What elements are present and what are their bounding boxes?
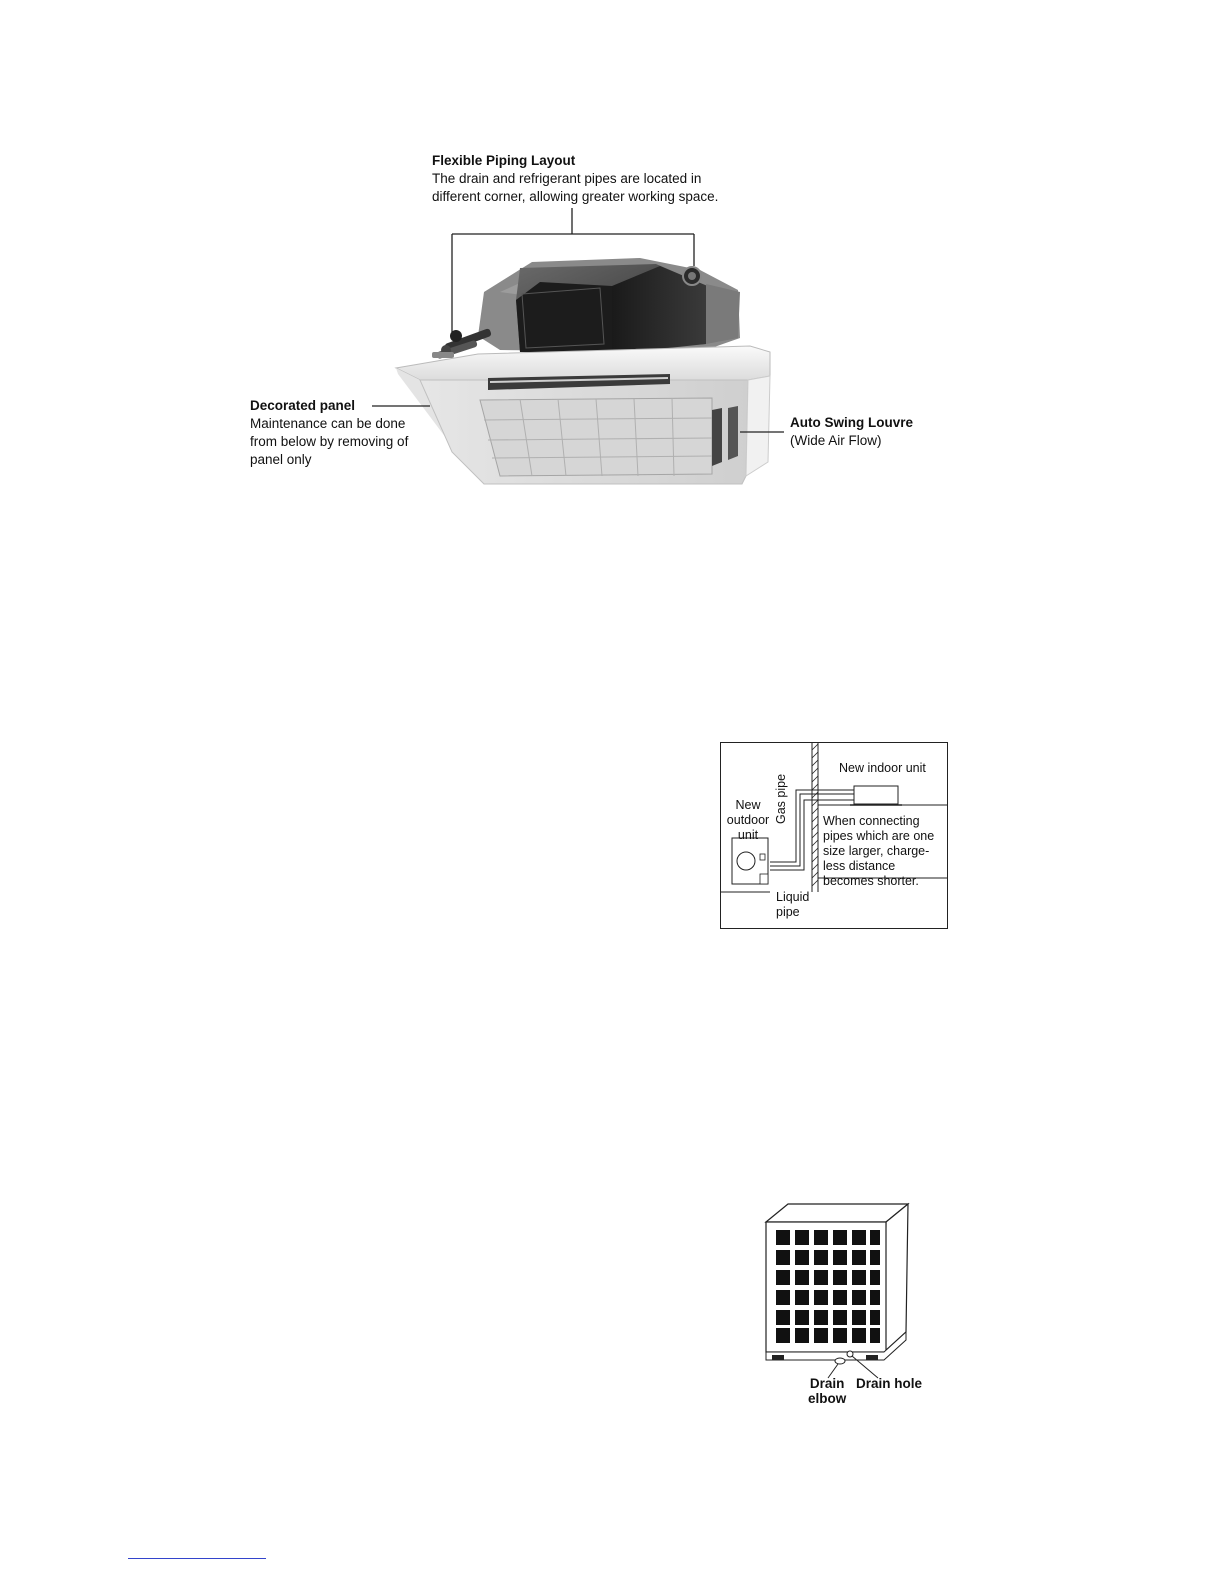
piping-title: Flexible Piping Layout xyxy=(432,153,576,168)
piping-diagram: New indoor unit Gas pipe New outdoor uni… xyxy=(720,742,949,930)
footer-rule xyxy=(128,1558,266,1559)
note-line2: pipes which are one xyxy=(823,829,935,843)
panel-desc-line2: from below by removing of xyxy=(250,434,409,449)
new-outdoor-unit-label: New outdoor unit xyxy=(722,798,774,843)
intake-grille xyxy=(479,397,713,477)
drain-elbow-line1: Drain xyxy=(809,1376,845,1391)
new-label: New xyxy=(735,798,761,812)
liquid-pipe-label: Liquid pipe xyxy=(776,890,809,920)
panel-desc-line1: Maintenance can be done xyxy=(250,416,406,431)
drain-diagram: Drain elbow Drain hole xyxy=(760,1200,940,1415)
note-line3: size larger, charge- xyxy=(823,844,930,858)
drain-elbow-line2: elbow xyxy=(808,1391,847,1406)
piping-desc-line2: different corner, allowing greater worki… xyxy=(432,189,719,204)
gas-pipe-label: Gas pipe xyxy=(774,773,788,824)
outdoor-label: outdoor xyxy=(726,813,770,827)
fan-grille xyxy=(776,1230,880,1343)
pipe-label: pipe xyxy=(776,905,800,919)
louvre-desc-line1: (Wide Air Flow) xyxy=(790,433,882,448)
piping-diagram-drawing xyxy=(720,742,948,929)
liquid-label: Liquid xyxy=(776,890,810,904)
panel-desc-line3: panel only xyxy=(250,452,312,467)
unit-label: unit xyxy=(737,828,759,842)
louvre-callout: Auto Swing Louvre (Wide Air Flow) xyxy=(790,414,990,450)
left-pipes xyxy=(432,328,492,359)
panel-title: Decorated panel xyxy=(250,398,356,413)
piping-callout: Flexible Piping Layout The drain and ref… xyxy=(432,152,792,206)
panel-callout: Decorated panel Maintenance can be done … xyxy=(250,397,450,469)
cassette-unit-drawing xyxy=(372,208,784,485)
cassette-unit-figure: Flexible Piping Layout The drain and ref… xyxy=(0,0,1224,520)
drain-hole-label: Drain hole xyxy=(856,1376,923,1391)
connection-note: When connecting pipes which are one size… xyxy=(823,814,947,889)
drain-elbow-label: Drain elbow xyxy=(808,1376,846,1406)
drain-diagram-drawing xyxy=(764,1202,910,1379)
piping-bracket xyxy=(451,208,695,332)
note-line1: When connecting xyxy=(823,814,920,828)
louvre-title: Auto Swing Louvre xyxy=(790,415,913,430)
note-line4: less distance xyxy=(823,859,896,873)
note-line5: becomes shorter. xyxy=(823,874,919,888)
piping-desc-line1: The drain and refrigerant pipes are loca… xyxy=(432,171,702,186)
new-indoor-unit-label: New indoor unit xyxy=(839,761,926,775)
